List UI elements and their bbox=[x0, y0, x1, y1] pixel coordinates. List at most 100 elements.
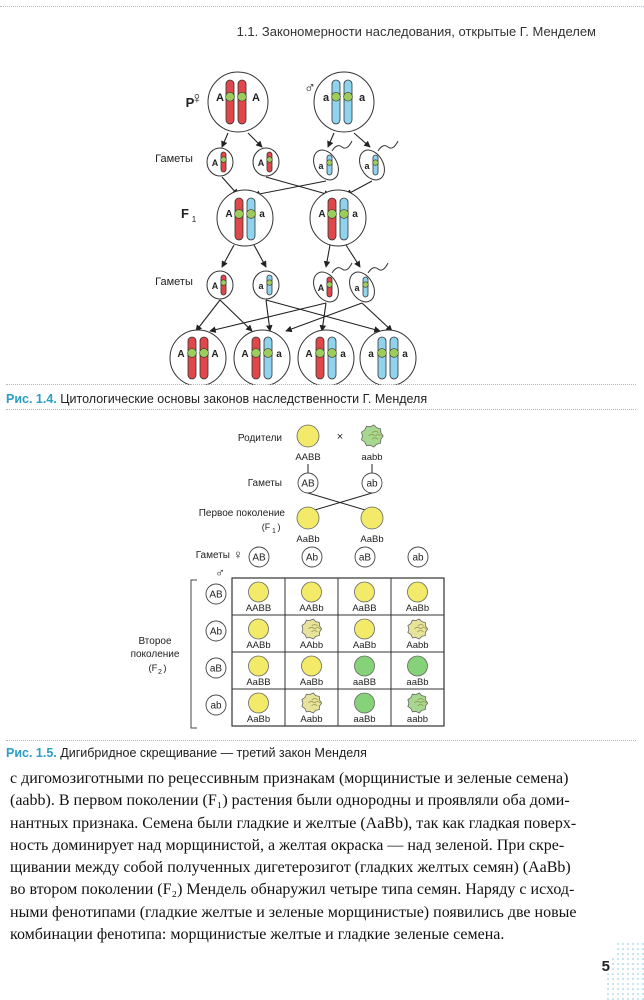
punnett-gametes-label: Гаметы bbox=[196, 550, 230, 561]
second-generation-label-2: поколение bbox=[131, 649, 180, 660]
gamete-circle bbox=[205, 694, 227, 716]
punnett-seed bbox=[248, 692, 269, 714]
second-generation-label-3: (F bbox=[149, 663, 158, 674]
f1-seed-1 bbox=[296, 506, 320, 530]
allele-label: A bbox=[212, 158, 219, 168]
decorative-dot bbox=[632, 983, 634, 985]
arrow bbox=[247, 132, 263, 148]
arrow bbox=[361, 302, 393, 332]
centromere bbox=[315, 348, 325, 358]
body-line: комбинации фенотипа: морщинистые желтые … bbox=[10, 926, 505, 944]
second-generation-label-1: Второе bbox=[138, 636, 171, 647]
centromere bbox=[326, 281, 333, 288]
first-generation-label: Первое поколение bbox=[199, 508, 286, 519]
first-generation-sub: (F bbox=[262, 522, 271, 532]
gametes-label-2: Гаметы bbox=[155, 276, 193, 288]
decorative-dot bbox=[627, 943, 629, 945]
seed-wrinkle-mark bbox=[414, 700, 421, 704]
decorative-dot bbox=[617, 963, 619, 965]
punnett-seed bbox=[407, 655, 428, 677]
decorative-dot bbox=[627, 993, 629, 995]
centromere bbox=[389, 348, 399, 358]
decorative-dot bbox=[612, 968, 614, 970]
chromosome bbox=[315, 336, 325, 380]
seed-wrinkle-mark bbox=[375, 434, 382, 437]
decorative-dot bbox=[637, 948, 639, 950]
allele-label: A bbox=[212, 281, 219, 291]
seed-wrinkle-mark bbox=[311, 704, 318, 707]
decorative-dot bbox=[612, 963, 614, 965]
punnett-seed bbox=[301, 581, 322, 603]
arrow bbox=[353, 132, 371, 148]
allele-label: a bbox=[340, 349, 346, 360]
punnett-genotype: aabb bbox=[407, 714, 428, 725]
decorative-dot bbox=[622, 988, 624, 990]
decorative-dot bbox=[632, 968, 634, 970]
decorative-dot bbox=[637, 958, 639, 960]
punnett-genotype: AABb bbox=[299, 603, 323, 614]
gamete-circle bbox=[354, 546, 376, 568]
body-line: во втором поколении (F₂) Мендель обнаруж… bbox=[10, 881, 575, 899]
punnett-genotype: AABb bbox=[246, 640, 270, 651]
page-number: 5 bbox=[601, 958, 610, 975]
decorative-dot bbox=[637, 943, 639, 945]
allele-label: A bbox=[318, 283, 325, 293]
body-line: ными фенотипами (гладкие желтые и зелены… bbox=[10, 903, 577, 921]
figure-1-5-rule bbox=[6, 740, 636, 741]
decorative-dot bbox=[627, 968, 629, 970]
decorative-dot bbox=[617, 988, 619, 990]
f1-genotype-1: AaBb bbox=[296, 534, 319, 545]
decorative-dot bbox=[617, 998, 619, 1000]
male-symbol: ♂ bbox=[304, 80, 316, 97]
decorative-dot bbox=[637, 973, 639, 975]
decorative-dot bbox=[642, 968, 644, 970]
cell-circle bbox=[359, 329, 417, 385]
chromosome bbox=[187, 336, 197, 380]
centromere bbox=[234, 209, 244, 219]
decorative-dot bbox=[622, 953, 624, 955]
decorative-dot bbox=[612, 998, 614, 1000]
body-line: нантных признака. Семена были гладкие и … bbox=[10, 814, 577, 832]
decorative-dot bbox=[632, 973, 634, 975]
sperm-tail bbox=[331, 140, 353, 152]
allele-label: a bbox=[354, 283, 360, 293]
female-gamete-0: AB bbox=[252, 553, 266, 564]
decorative-dot bbox=[642, 983, 644, 985]
punnett-seed bbox=[248, 581, 269, 603]
chromosome bbox=[237, 79, 247, 125]
body-paragraph: с дигомозиготными по рецессивным признак… bbox=[10, 768, 610, 946]
seed-wrinkle-mark bbox=[417, 630, 424, 633]
punnett-genotype: AaBb bbox=[300, 677, 323, 688]
decorative-dot bbox=[642, 948, 644, 950]
chromosome bbox=[339, 197, 349, 241]
decorative-dot bbox=[642, 973, 644, 975]
gamete-cell bbox=[206, 147, 234, 177]
decorative-dot bbox=[622, 998, 624, 1000]
gamete-circle bbox=[205, 583, 227, 605]
decorative-dot bbox=[632, 988, 634, 990]
gamete-cell bbox=[313, 149, 339, 181]
parent2-genotype: aabb bbox=[361, 452, 382, 463]
punnett-genotype: AaBB bbox=[246, 677, 270, 688]
allele-label: A bbox=[177, 349, 184, 360]
centromere bbox=[266, 156, 273, 163]
decorative-dot bbox=[622, 978, 624, 980]
centromere bbox=[251, 348, 261, 358]
allele-label: A bbox=[225, 209, 232, 220]
decorative-dot bbox=[607, 993, 609, 995]
cell-circle bbox=[297, 329, 355, 385]
chromosome bbox=[327, 336, 337, 380]
seed-wrinkle-mark bbox=[420, 627, 427, 630]
allele-label: a bbox=[352, 209, 358, 220]
punnett-genotype: AABB bbox=[246, 603, 271, 614]
decorative-dot bbox=[607, 968, 609, 970]
allele-label: a bbox=[276, 349, 282, 360]
seed-wrinkle-mark bbox=[311, 698, 319, 701]
second-generation-bracket bbox=[190, 579, 197, 729]
decorative-dot bbox=[632, 943, 634, 945]
seed-wrinkle-mark bbox=[417, 704, 424, 707]
allele-label: a bbox=[323, 92, 330, 104]
male-gamete-3: ab bbox=[210, 701, 222, 712]
decorative-dot bbox=[632, 953, 634, 955]
decorative-dot bbox=[622, 963, 624, 965]
